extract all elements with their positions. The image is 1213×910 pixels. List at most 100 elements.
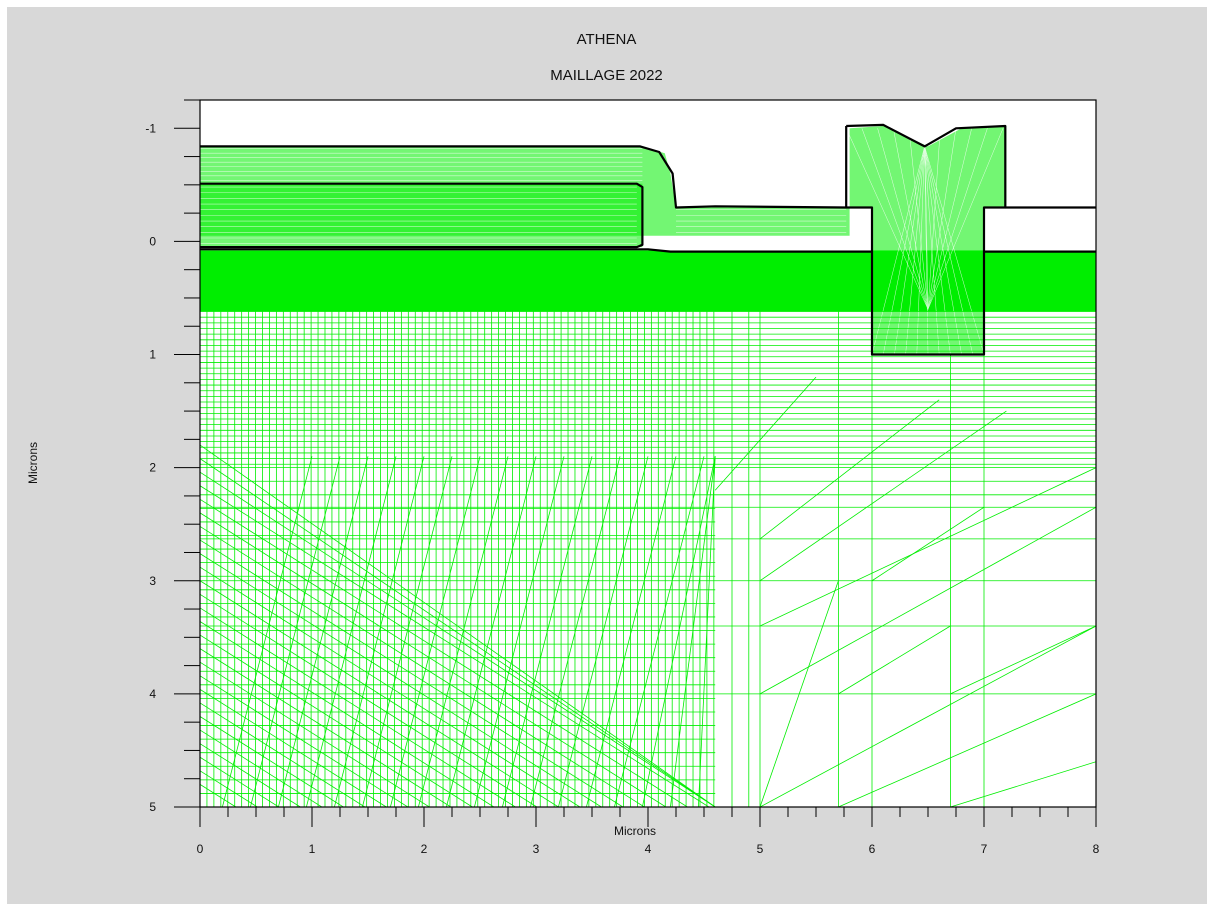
mesh-diag (698, 456, 716, 807)
region-substrate-surface (200, 250, 1096, 312)
mesh-diag (586, 456, 677, 807)
mesh-diag (759, 580, 839, 807)
mesh-diag (759, 410, 1007, 582)
mesh-diag (418, 456, 509, 807)
mesh-diag (714, 376, 817, 491)
mesh-line (924, 146, 929, 355)
x-tick-label: 8 (1093, 842, 1100, 856)
mesh-diag (362, 456, 453, 807)
mesh-line (927, 128, 941, 310)
mesh-diag (200, 729, 323, 807)
y-tick-label: 4 (149, 687, 156, 701)
mesh-line (861, 128, 929, 310)
mesh-diag (446, 456, 537, 807)
mesh-diag (200, 539, 624, 807)
y-tick-label: 2 (149, 461, 156, 475)
mesh-diag (200, 607, 516, 807)
mesh-line (924, 128, 929, 310)
x-tick-label: 4 (645, 842, 652, 856)
mesh-diag (306, 456, 397, 807)
mesh-diag (950, 761, 1096, 807)
mesh-diag (670, 456, 716, 807)
plug-mesh (846, 128, 1004, 355)
mesh-diag (200, 770, 258, 807)
mesh-diag (502, 456, 593, 807)
mesh-diag (200, 471, 716, 807)
material-boundary (845, 126, 1006, 356)
mesh-line (908, 128, 929, 310)
mesh-line (924, 146, 951, 355)
mesh-diag (200, 716, 344, 807)
mesh-diag (642, 456, 716, 807)
mesh-line (893, 128, 929, 310)
material-boundary (200, 248, 872, 253)
mesh-diag (558, 456, 649, 807)
mesh-diag (200, 756, 280, 807)
mesh-line (846, 128, 929, 310)
y-tick-label: -1 (145, 121, 156, 135)
material-boundary (200, 182, 644, 249)
mesh-diag (838, 625, 951, 695)
mesh-diag (759, 506, 1096, 695)
mesh-diag (200, 553, 602, 807)
mesh-diag (334, 456, 425, 807)
mesh-diag (390, 456, 481, 807)
x-tick-label: 7 (981, 842, 988, 856)
mesh-line (924, 146, 962, 355)
mesh-diag (200, 580, 559, 807)
mesh-diag (474, 456, 565, 807)
mesh-diag (222, 456, 313, 807)
mesh-line (871, 146, 925, 355)
mesh-diag (759, 467, 1096, 627)
mesh-diag (200, 498, 688, 807)
mesh-diag (614, 456, 705, 807)
y-tick-label: 1 (149, 348, 156, 362)
mesh-line (927, 128, 988, 310)
mesh-diag (200, 784, 237, 807)
mesh-line (927, 128, 972, 310)
mesh-diag (200, 634, 473, 807)
substrate-mesh (200, 311, 1096, 807)
mesh-diag (200, 702, 366, 807)
mesh-diag (200, 661, 430, 807)
mesh-diag (759, 625, 1096, 807)
y-tick-label: 0 (149, 234, 156, 248)
x-tick-label: 3 (533, 842, 540, 856)
mesh-diag (200, 743, 301, 807)
x-tick-label: 2 (421, 842, 428, 856)
mesh-layer (200, 126, 1096, 807)
mesh-diag (200, 675, 409, 807)
mesh-line (927, 128, 957, 310)
y-axis-label: Microns (26, 441, 40, 485)
y-tick-label: 3 (149, 574, 156, 588)
mesh-diag (759, 399, 940, 540)
mesh-diag (200, 566, 581, 807)
mesh-diag (278, 456, 369, 807)
mesh-line (905, 146, 925, 355)
mesh-line (927, 128, 1004, 310)
x-tick-label: 6 (869, 842, 876, 856)
figure-title: ATHENA (576, 31, 637, 48)
mesh-diag (838, 693, 1096, 807)
mesh-line (882, 146, 925, 355)
film-mesh (200, 148, 1096, 244)
mesh-diag (200, 485, 710, 807)
mesh-diag (200, 593, 538, 807)
y-tick-label: 5 (149, 800, 156, 814)
mesh-diag (200, 444, 716, 807)
material-boundary (200, 145, 847, 209)
mesh-diag (530, 456, 621, 807)
figure-subtitle: MAILLAGE 2022 (550, 67, 663, 84)
mesh-diag (250, 456, 341, 807)
mesh-diag (871, 506, 985, 582)
mesh-diag (950, 625, 1096, 695)
mesh-diag (200, 621, 495, 807)
mesh-line (916, 146, 925, 355)
x-tick-label: 0 (197, 842, 204, 856)
boundary-layer (200, 123, 1096, 356)
x-tick-label: 1 (309, 842, 316, 856)
mesh-line (924, 146, 974, 355)
mesh-diag (200, 648, 452, 807)
